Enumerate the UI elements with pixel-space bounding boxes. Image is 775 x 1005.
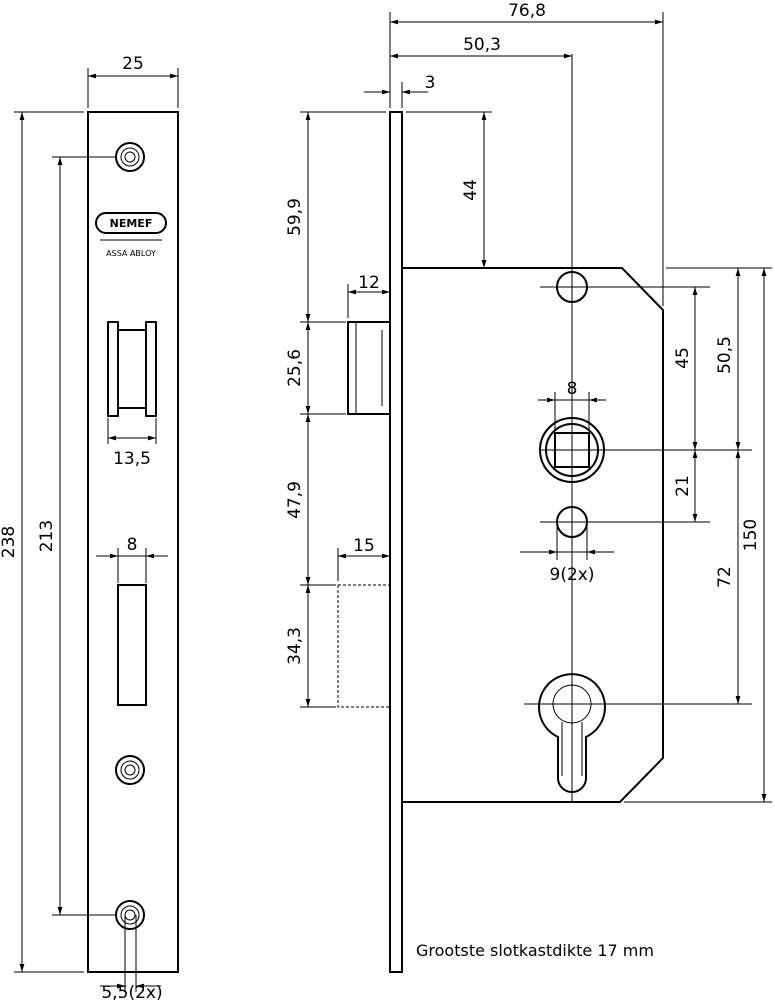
dim-screw-hole: 5,5(2x) [101,983,162,1000]
dim-top-to-follower: 50,5 [715,336,735,374]
faceplate-front [87,111,179,973]
case-thickness-note: Grootste slotkastdikte 17 mm [416,941,654,960]
front-view: NEMEF ASSA ABLOY 25 238 213 13,5 [0,54,179,1003]
dim-latch-top-offset: 59,9 [285,198,305,236]
dim-upper-to-follower: 45 [673,347,693,369]
cylinder-hole [538,673,606,793]
dim-latch-to-bolt: 47,9 [285,481,305,519]
bolt-opening [117,584,147,706]
dim-latch-height: 25,6 [285,349,305,387]
side-view: 76,8 50,3 3 59,9 44 12 25,6 47,9 15 [285,1,772,973]
dim-follower-width: 13,5 [113,449,151,469]
dim-follower-to-lower: 21 [673,475,693,497]
dim-spindle-square: 8 [567,379,578,399]
dim-case-top-offset: 44 [461,179,481,201]
dim-backset: 50,3 [463,35,501,55]
dim-bolt-projection: 15 [353,536,375,556]
dim-fixing-holes: 9(2x) [550,565,595,585]
faceplate-side [389,111,403,973]
dim-faceplate-thickness: 3 [425,73,436,93]
dim-bolt-height: 34,3 [285,627,305,665]
dim-latch-projection: 12 [358,273,380,293]
dim-total-depth: 76,8 [508,1,546,21]
dim-screw-spacing: 213 [37,520,57,552]
screw-hole-bottom [115,900,145,930]
dim-centre-distance: 72 [715,566,735,588]
dead-bolt [337,584,391,708]
dim-case-height: 150 [741,519,761,551]
logo-group-text: ASSA ABLOY [106,249,156,258]
dim-bolt-width: 8 [127,535,138,555]
screw-hole-middle [115,755,145,785]
latch-opening [107,321,157,417]
dim-front-height: 238 [0,526,19,558]
screw-hole-top [115,142,145,172]
latch-bolt [347,321,391,415]
logo-brand-text: NEMEF [110,217,153,230]
brand-logo: NEMEF ASSA ABLOY [95,212,167,258]
dim-front-width: 25 [122,54,144,74]
lock-case [401,267,664,803]
